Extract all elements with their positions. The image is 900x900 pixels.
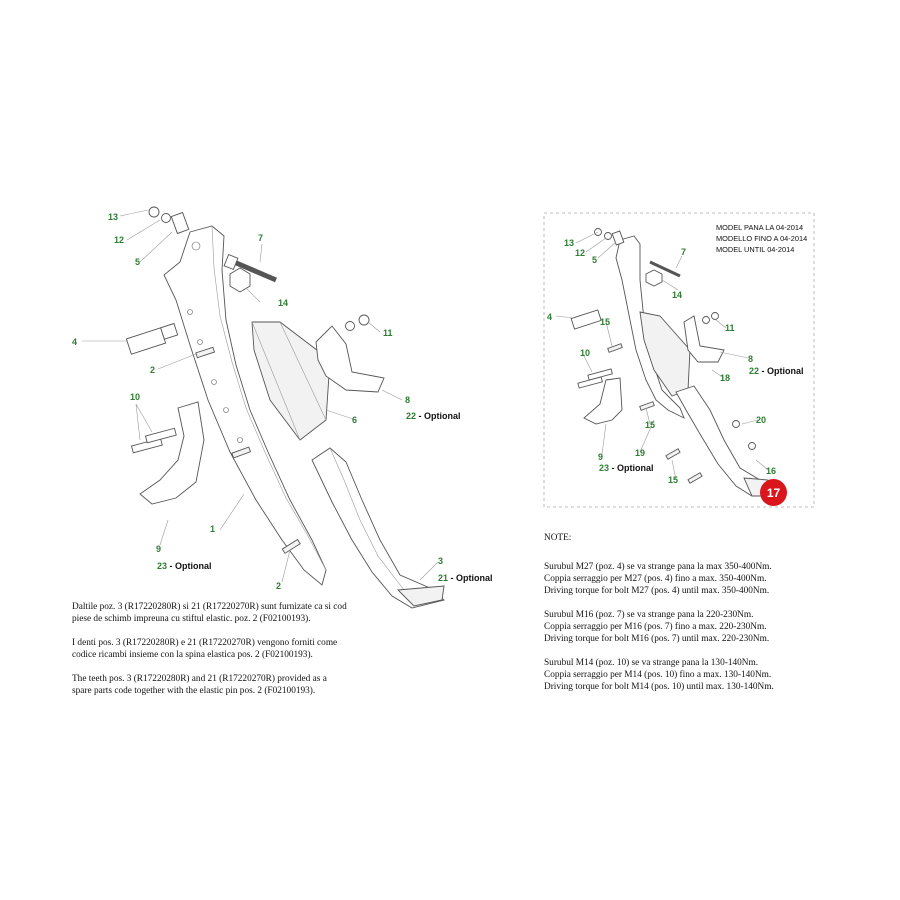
bolt-m27 — [125, 327, 167, 355]
callout-2-bottom: 2 — [276, 581, 281, 591]
clamp-5 — [170, 211, 190, 235]
notes-right: NOTE: Surubul M27 (poz. 4) se va strange… — [544, 532, 774, 693]
tooth-body — [311, 447, 445, 609]
washer-12 — [161, 213, 171, 223]
right-callout-15c: 15 — [668, 475, 678, 485]
nut-11-a — [345, 321, 355, 331]
right-exploded-diagram: 13 12 5 7 14 4 15 11 10 8 22 - Optional … — [547, 228, 804, 497]
torque-line: Coppia serraggio per M16 (pos. 7) fino a… — [544, 622, 767, 632]
note-left-line: I denti pos. 3 (R17220280R) e 21 (R17220… — [72, 638, 338, 648]
right-callout-20: 20 — [756, 415, 766, 425]
torque-line: Driving torque for bolt M16 (pos. 7) unt… — [544, 634, 770, 644]
model-validity-note: MODEL PANA LA 04-2014 MODELLO FINO A 04-… — [716, 222, 807, 255]
right-callout-8: 8 — [748, 354, 753, 364]
callout-11: 11 — [383, 328, 393, 338]
callout-8: 8 — [405, 395, 410, 405]
callout-9: 9 — [156, 544, 161, 554]
callout-13: 13 — [108, 212, 118, 222]
right-diagram-frame — [543, 212, 815, 508]
note-left-line: The teeth pos. 3 (R17220280R) and 21 (R1… — [72, 674, 327, 684]
torque-line: Surubul M16 (poz. 7) se va strange pana … — [544, 610, 754, 620]
note-left-line — [72, 625, 347, 637]
callout-7: 7 — [258, 233, 263, 243]
right-callout-16: 16 — [766, 466, 776, 476]
nut-14 — [229, 267, 251, 293]
elastic-pin-bottom — [281, 538, 301, 554]
right-callout-23: 23 - Optional — [599, 463, 654, 473]
right-callout-19: 19 — [635, 448, 645, 458]
torque-line: Driving torque for bolt M27 (pos. 4) unt… — [544, 586, 770, 596]
torque-line — [544, 597, 774, 609]
model-line-en: MODEL UNTIL 04-2014 — [716, 245, 795, 254]
note-left-line: codice ricambi insieme con la spina elas… — [72, 650, 313, 660]
right-callout-13: 13 — [564, 238, 574, 248]
right-callout-10: 10 — [580, 348, 590, 358]
callout-2-top: 2 — [150, 365, 155, 375]
wing-left — [139, 401, 205, 505]
note-left-line — [72, 661, 347, 673]
nut-11-b — [358, 314, 370, 326]
bolt-m14-a — [130, 437, 163, 454]
right-callout-5: 5 — [592, 255, 597, 265]
torque-line: Coppia serraggio per M14 (pos. 10) fino … — [544, 670, 772, 680]
torque-line: Coppia serraggio per M27 (pos. 4) fino a… — [544, 574, 767, 584]
callout-4: 4 — [72, 337, 77, 347]
right-callout-14: 14 — [672, 290, 682, 300]
bolt-m16 — [233, 259, 277, 283]
callout-5: 5 — [135, 257, 140, 267]
callout-14: 14 — [278, 298, 288, 308]
model-line-ro: MODEL PANA LA 04-2014 — [716, 223, 804, 232]
model-line-it: MODELLO FINO A 04-2014 — [716, 234, 808, 243]
right-callout-22: 22 - Optional — [749, 366, 804, 376]
right-callout-11: 11 — [725, 323, 735, 333]
callout-6: 6 — [352, 415, 357, 425]
callout-23: 23 - Optional — [157, 561, 212, 571]
notes-left: Daltile poz. 3 (R17220280R) si 21 (R1722… — [72, 601, 347, 697]
notes-heading: NOTE: — [544, 533, 572, 543]
nut-13 — [148, 206, 160, 218]
note-left-line: Daltile poz. 3 (R17220280R) si 21 (R1722… — [72, 602, 347, 612]
callout-12: 12 — [114, 235, 124, 245]
tooth-point — [396, 585, 445, 607]
note-left-line: piese de schimb impreuna cu stiftul elas… — [72, 614, 311, 624]
right-callout-12: 12 — [575, 248, 585, 258]
elastic-pin-top — [195, 346, 216, 359]
wing-right — [315, 325, 385, 393]
right-callout-7: 7 — [681, 247, 686, 257]
torque-line: Surubul M27 (poz. 4) se va strange pana … — [544, 562, 772, 572]
note-left-line: spare parts code together with the elast… — [72, 686, 316, 696]
right-callout-9: 9 — [598, 452, 603, 462]
torque-line: Surubul M14 (poz. 10) se va strange pana… — [544, 658, 759, 668]
callout-1: 1 — [210, 524, 215, 534]
right-callout-15a: 15 — [600, 317, 610, 327]
torque-line — [544, 645, 774, 657]
right-callout-15b: 15 — [645, 420, 655, 430]
torque-line: Driving torque for bolt M14 (pos. 10) un… — [544, 682, 774, 692]
callout-3: 3 — [438, 556, 443, 566]
part-17-badge: 17 — [760, 479, 787, 506]
callout-21: 21 - Optional — [438, 573, 493, 583]
right-callout-18: 18 — [720, 373, 730, 383]
right-callout-4: 4 — [547, 312, 552, 322]
callout-10: 10 — [130, 392, 140, 402]
bolt-m14-b — [144, 427, 177, 444]
callout-22: 22 - Optional — [406, 411, 461, 421]
triangle-plate — [251, 321, 331, 441]
